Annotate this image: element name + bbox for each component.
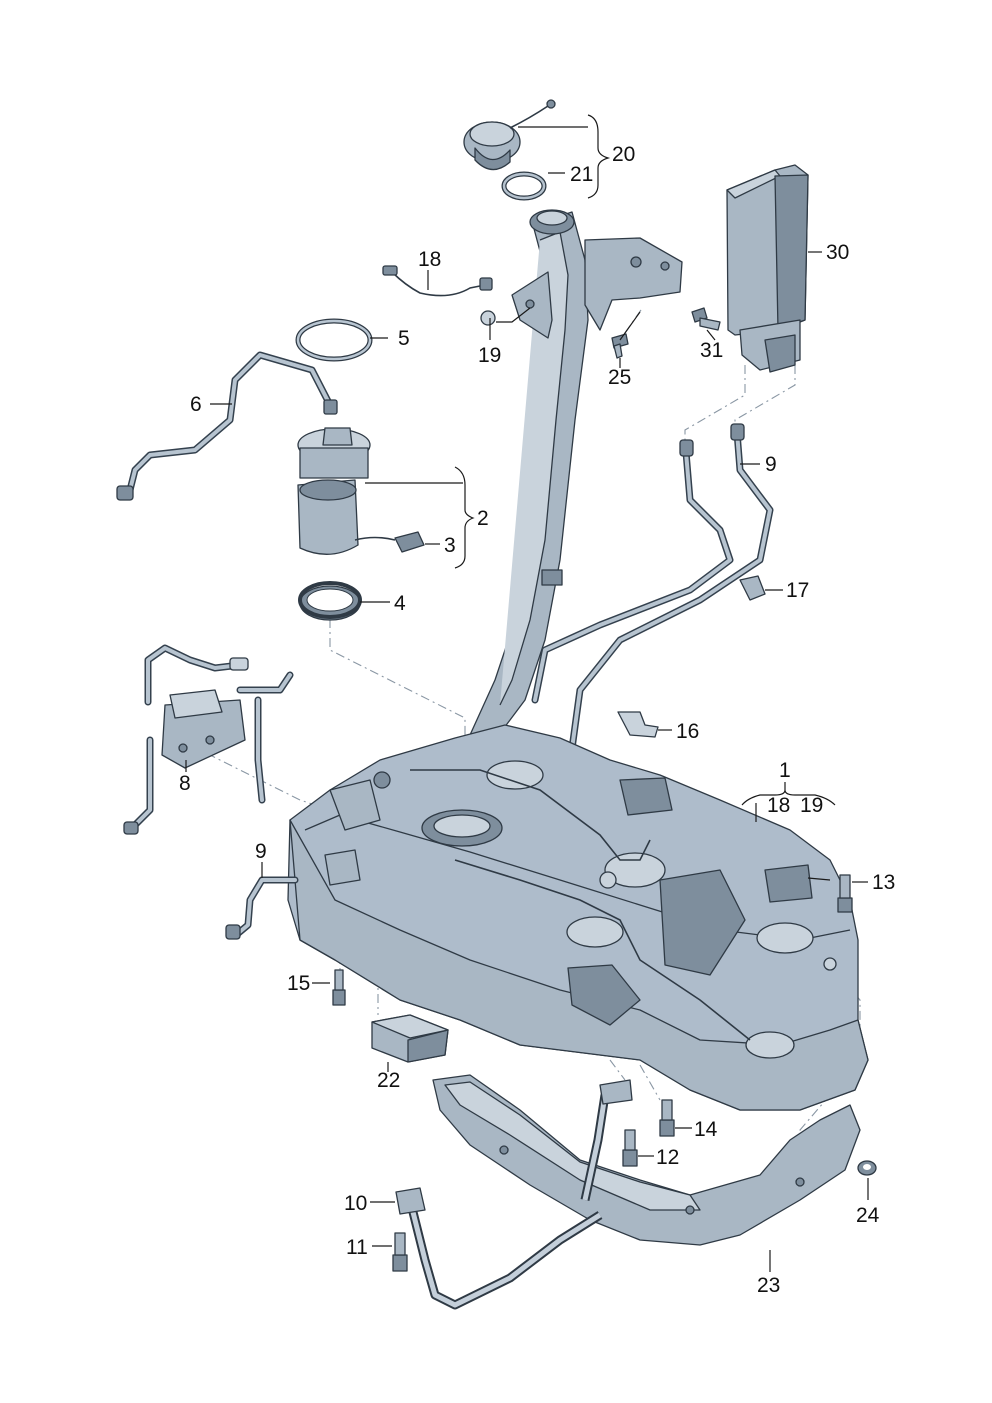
callout-9-top: 9 xyxy=(765,453,777,476)
callout-11: 11 xyxy=(346,1236,368,1259)
sensor-cable xyxy=(382,265,496,326)
callout-2: 2 xyxy=(477,507,489,530)
callout-18: 18 xyxy=(418,248,441,271)
leader-lines xyxy=(185,114,869,1272)
callout-22: 22 xyxy=(377,1069,400,1092)
callout-1-19: 19 xyxy=(800,794,823,817)
callout-6: 6 xyxy=(190,393,202,416)
fuel-supply-line xyxy=(116,351,338,501)
callout-23: 23 xyxy=(757,1274,780,1297)
screw-25 xyxy=(611,333,629,359)
callout-1: 1 xyxy=(779,759,791,782)
callout-19: 19 xyxy=(478,344,501,367)
callout-21: 21 xyxy=(570,163,593,186)
callout-13: 13 xyxy=(872,871,895,894)
clip-17 xyxy=(739,575,766,601)
callout-17: 17 xyxy=(786,579,809,602)
bolts xyxy=(332,874,853,1272)
callout-16: 16 xyxy=(676,720,699,743)
callout-31: 31 xyxy=(700,339,723,362)
filler-seal-ring xyxy=(501,171,547,201)
callout-14: 14 xyxy=(694,1118,718,1141)
bracket-16 xyxy=(617,711,659,738)
heat-shield xyxy=(432,1074,861,1246)
callout-10: 10 xyxy=(344,1192,367,1215)
tank-hose-left xyxy=(225,876,299,940)
pump-seal-ring xyxy=(298,581,362,621)
tank-strap xyxy=(395,1079,633,1310)
filler-neck xyxy=(469,209,683,741)
fuel-tank xyxy=(287,724,869,1111)
bolt-31 xyxy=(691,307,721,331)
callout-4: 4 xyxy=(394,592,406,615)
callout-1-18: 18 xyxy=(767,794,790,817)
connector-22 xyxy=(371,1014,449,1063)
callout-20: 20 xyxy=(612,143,635,166)
callout-labels: 20 21 30 18 5 31 19 25 6 9 2 3 17 4 16 1… xyxy=(179,143,895,1297)
carbon-canister xyxy=(726,164,809,373)
locking-ring xyxy=(295,318,373,362)
fuel-pump-module xyxy=(297,427,425,555)
fuel-filter-assembly xyxy=(123,644,294,835)
callout-8: 8 xyxy=(179,772,191,795)
callout-30: 30 xyxy=(826,241,849,264)
callout-15: 15 xyxy=(287,972,310,995)
callout-3: 3 xyxy=(444,534,456,557)
callout-9-left: 9 xyxy=(255,840,267,863)
callout-12: 12 xyxy=(656,1146,679,1169)
callout-25: 25 xyxy=(608,366,631,389)
nut-24 xyxy=(857,1160,877,1176)
filler-cap xyxy=(463,99,556,171)
callout-5: 5 xyxy=(398,327,410,350)
callout-24: 24 xyxy=(856,1204,880,1227)
